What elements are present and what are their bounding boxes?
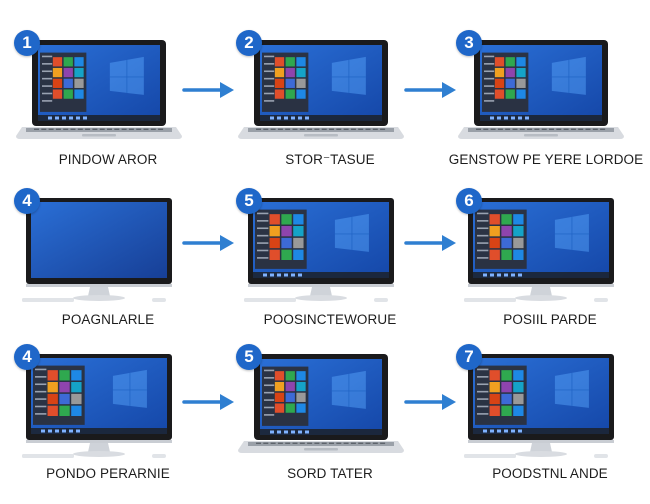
step-7: 4 PONDO PERARNIE xyxy=(14,344,214,504)
step-caption: PINDOW AROR xyxy=(58,152,158,167)
monitor-icon xyxy=(22,354,172,458)
arrow-right-icon xyxy=(404,394,456,410)
arrow-right-icon xyxy=(182,82,234,98)
arrow-right-icon xyxy=(182,394,234,410)
monitor-icon xyxy=(244,198,394,302)
step-number-badge: 6 xyxy=(456,188,482,214)
step-number-badge: 7 xyxy=(456,344,482,370)
step-number-badge: 4 xyxy=(14,188,40,214)
step-caption: STOR⁻TASUE xyxy=(285,152,375,167)
laptop-icon xyxy=(238,354,404,453)
step-caption: SORD TATER xyxy=(287,466,373,481)
step-caption: POSIIL PARDE xyxy=(503,312,597,327)
step-caption: POOSINCTEWORUE xyxy=(263,312,397,327)
step-number-badge: 3 xyxy=(456,30,482,56)
step-3: 3 GENSTOW PE YERE LORDOE xyxy=(449,30,650,190)
monitor-icon xyxy=(464,354,614,458)
step-4: 4 POAGNLARLE xyxy=(14,188,214,348)
step-caption: PONDO PERARNIE xyxy=(46,466,170,481)
laptop-icon xyxy=(16,40,182,139)
step-9: 7 POODSTNL ANDE xyxy=(456,344,650,504)
monitor-icon xyxy=(22,198,172,302)
step-number-badge: 5 xyxy=(236,188,262,214)
step-caption: POODSTNL ANDE xyxy=(492,466,608,481)
laptop-icon xyxy=(238,40,404,139)
laptop-icon xyxy=(458,40,624,139)
monitor-icon xyxy=(464,198,614,302)
arrow-right-icon xyxy=(404,235,456,251)
step-2: 2 STOR⁻TASUE xyxy=(236,30,436,190)
step-number-badge: 2 xyxy=(236,30,262,56)
step-number-badge: 1 xyxy=(14,30,40,56)
step-5: 5 POOSINCTEWORUE xyxy=(236,188,436,348)
step-8: 5 SORD TATER xyxy=(236,344,436,504)
arrow-right-icon xyxy=(182,235,234,251)
step-number-badge: 5 xyxy=(236,344,262,370)
arrow-right-icon xyxy=(404,82,456,98)
step-1: 1 PINDOW AROR xyxy=(14,30,214,190)
step-6: 6 POSIIL PARDE xyxy=(456,188,650,348)
step-caption: POAGNLARLE xyxy=(61,312,155,327)
step-caption: GENSTOW PE YERE LORDOE xyxy=(448,152,644,167)
step-number-badge: 4 xyxy=(14,344,40,370)
